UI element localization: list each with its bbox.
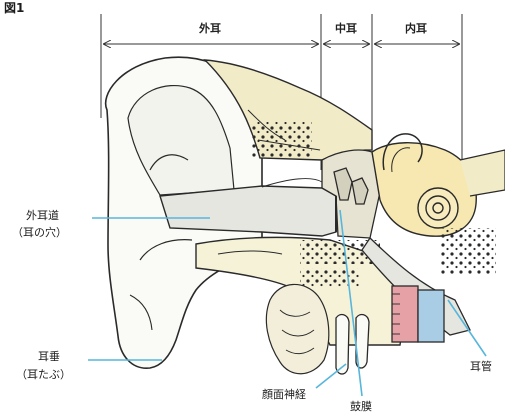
label-earlobe: 耳垂 — [38, 350, 60, 363]
parotid-region — [266, 284, 328, 373]
label-earlobe-sub: （耳たぶ） — [16, 368, 71, 381]
label-ear-canal: 外耳道 — [26, 209, 59, 222]
label-eardrum: 鼓膜 — [350, 400, 372, 413]
leader-facial-nerve — [316, 364, 346, 388]
section-outer-ear: 外耳 — [190, 22, 230, 35]
section-middle-ear: 中耳 — [326, 22, 366, 35]
label-ear-canal-sub: （耳の穴） — [12, 226, 67, 239]
figure-label: 図1 — [4, 2, 24, 15]
inner-ear — [372, 134, 505, 236]
label-eustachian-tube: 耳管 — [470, 360, 492, 373]
section-inner-ear: 内耳 — [396, 22, 436, 35]
label-facial-nerve: 顔面神経 — [262, 388, 306, 401]
